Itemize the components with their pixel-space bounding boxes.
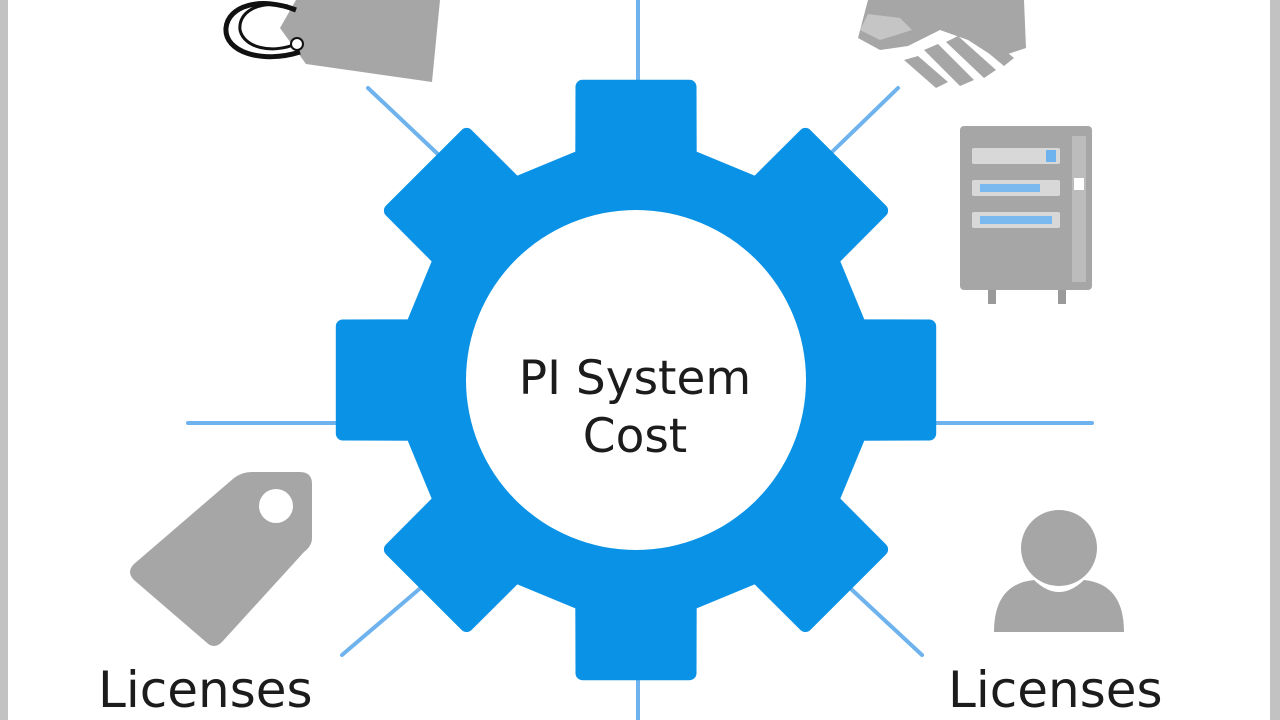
gear-label: PI System Cost xyxy=(470,350,800,466)
connector-bottom-right xyxy=(848,586,924,657)
gear-label-line2: Cost xyxy=(582,409,688,464)
right-border xyxy=(1270,0,1280,720)
licenses-label-right: Licenses xyxy=(948,661,1163,719)
server-rack-icon xyxy=(960,126,1092,304)
gear-icon xyxy=(335,79,937,681)
gear-center xyxy=(466,210,806,550)
tag-icon xyxy=(130,472,312,646)
price-tag-icon xyxy=(223,0,440,82)
handshake-icon xyxy=(858,0,1026,88)
connector-bottom-left xyxy=(340,583,426,657)
gear-label-line1: PI System xyxy=(518,351,752,406)
licenses-label-left: Licenses xyxy=(98,661,313,719)
left-border xyxy=(0,0,8,720)
connector-top-left xyxy=(366,86,444,160)
connector-top-right xyxy=(830,86,900,154)
user-icon xyxy=(994,510,1124,632)
